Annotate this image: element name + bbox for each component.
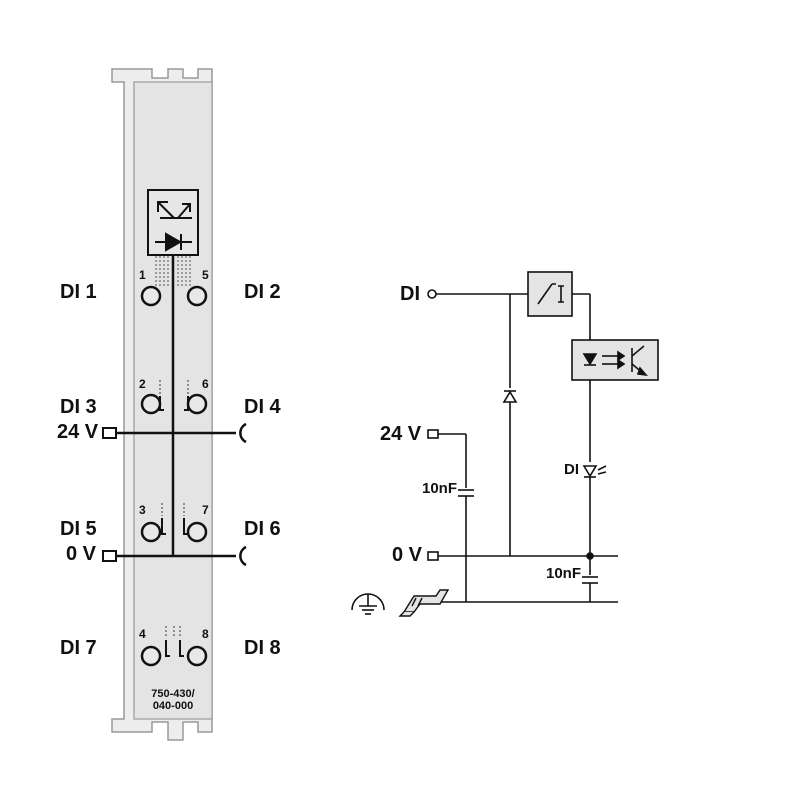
schematic-ground-label: 0 V — [392, 544, 423, 566]
label-di6: DI 6 — [244, 518, 281, 540]
terminal-number: 6 — [202, 377, 209, 391]
terminal-24v-left — [102, 427, 117, 439]
label-24v: 24 V — [57, 421, 99, 443]
optocoupler-icon — [582, 345, 648, 377]
terminal-24v-right — [239, 422, 247, 444]
terminal-number: 5 — [202, 268, 209, 282]
part-number-line2: 040-000 — [153, 700, 193, 712]
terminal-di1 — [140, 285, 162, 307]
circuit-schematic — [351, 271, 659, 617]
terminal-number: 4 — [139, 627, 146, 641]
schematic-input-label: DI — [400, 283, 420, 305]
terminal-number: 7 — [202, 503, 209, 517]
ground-terminal — [427, 551, 439, 561]
capacitor-2-label: 10nF — [546, 565, 581, 582]
din-rail-icon — [398, 589, 450, 617]
terminal-di5 — [140, 503, 166, 543]
led-leads — [155, 256, 191, 288]
earth-ground-icon — [351, 593, 385, 615]
terminal-number: 1 — [139, 268, 146, 282]
label-di3: DI 3 — [60, 396, 97, 418]
schmitt-trigger-box — [527, 271, 573, 317]
terminal-number: 3 — [139, 503, 146, 517]
terminal-di7 — [140, 626, 170, 667]
schematic-supply-label: 24 V — [380, 423, 422, 445]
diode-icon — [155, 232, 192, 252]
label-di8: DI 8 — [244, 637, 281, 659]
terminal-number: 8 — [202, 627, 209, 641]
led-arrows-icon — [157, 201, 192, 219]
label-di4: DI 4 — [244, 396, 282, 418]
capacitor-2-icon — [582, 576, 598, 584]
label-di1: DI 1 — [60, 281, 97, 303]
part-number-line1: 750-430/ — [151, 688, 194, 700]
terminal-0v-right — [239, 545, 247, 567]
label-di7: DI 7 — [60, 637, 97, 659]
led-label: DI — [564, 461, 579, 478]
schmitt-trigger-icon — [537, 283, 564, 305]
terminal-0v-left — [102, 550, 117, 562]
label-di2: DI 2 — [244, 281, 281, 303]
label-0v: 0 V — [66, 543, 97, 565]
terminal-di3 — [140, 380, 164, 415]
label-di5: DI 5 — [60, 518, 97, 540]
terminal-module: 1 5 2 6 3 7 4 8 750-430/ 040-000 — [102, 68, 247, 741]
terminal-di6 — [183, 503, 208, 543]
terminal-number: 2 — [139, 377, 146, 391]
terminal-di2 — [186, 285, 208, 307]
supply-terminal — [427, 429, 439, 439]
terminal-di4 — [184, 380, 208, 415]
capacitor-1-icon — [458, 489, 474, 497]
capacitor-1-label: 10nF — [422, 480, 457, 497]
protection-diode-icon — [502, 390, 518, 403]
led-icon — [582, 465, 607, 478]
terminal-di8 — [173, 626, 208, 667]
input-terminal — [427, 289, 437, 299]
